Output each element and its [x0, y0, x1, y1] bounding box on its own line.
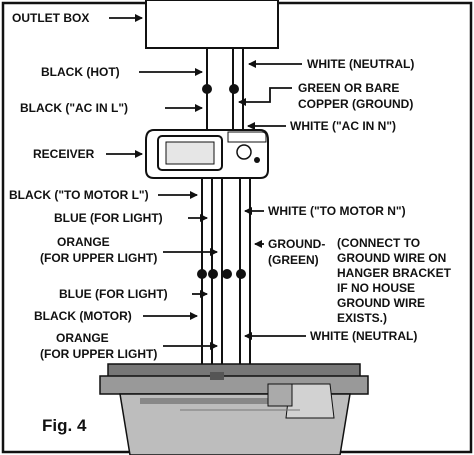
- connector-dot-2: [208, 269, 218, 279]
- label-receiver: RECEIVER: [33, 147, 95, 161]
- connector-dot-4: [236, 269, 246, 279]
- receiver-unit: [145, 129, 269, 179]
- label-white-to-motor-n: WHITE ("TO MOTOR N"): [268, 204, 406, 218]
- label-black-ac-in-l: BLACK ("AC IN L"): [20, 101, 128, 115]
- figure-label: Fig. 4: [42, 416, 87, 435]
- label-black-hot: BLACK (HOT): [41, 65, 120, 79]
- ground-note-1: (CONNECT TO: [337, 236, 420, 250]
- ground-note-4: IF NO HOUSE: [337, 281, 415, 295]
- label-blue-for-light-1: BLUE (FOR LIGHT): [54, 211, 163, 225]
- outlet-box: [145, 0, 279, 49]
- label-outlet-box: OUTLET BOX: [12, 11, 89, 25]
- ground-note-3: HANGER BRACKET: [337, 266, 452, 280]
- label-ground-line1: GROUND-: [268, 237, 325, 251]
- label-green-or-bare-2: COPPER (GROUND): [298, 97, 413, 111]
- label-orange-2-line2: (FOR UPPER LIGHT): [40, 347, 157, 361]
- label-orange-2-line1: ORANGE: [56, 331, 109, 345]
- arrow-green-ground: [238, 87, 292, 106]
- connector-dot-black-upper: [202, 84, 212, 94]
- label-black-motor: BLACK (MOTOR): [34, 309, 132, 323]
- label-green-or-bare-1: GREEN OR BARE: [298, 81, 399, 95]
- fan-canopy: [99, 363, 369, 455]
- label-orange-1-line1: ORANGE: [57, 235, 110, 249]
- label-blue-for-light-2: BLUE (FOR LIGHT): [59, 287, 168, 301]
- connector-dot-1: [197, 269, 207, 279]
- label-black-to-motor-l: BLACK ("TO MOTOR L"): [9, 188, 149, 202]
- label-white-neutral-top: WHITE (NEUTRAL): [307, 57, 414, 71]
- label-white-ac-in-n: WHITE ("AC IN N"): [290, 119, 396, 133]
- label-ground-line2: (GREEN): [268, 253, 319, 267]
- ground-note-6: EXISTS.): [337, 311, 387, 325]
- connector-dot-3: [222, 269, 232, 279]
- connector-dot-white-upper: [229, 84, 239, 94]
- label-orange-1-line2: (FOR UPPER LIGHT): [40, 251, 157, 265]
- label-white-neutral-bottom: WHITE (NEUTRAL): [310, 329, 417, 343]
- ground-note-2: GROUND WIRE ON: [337, 251, 446, 265]
- ground-note-5: GROUND WIRE: [337, 296, 425, 310]
